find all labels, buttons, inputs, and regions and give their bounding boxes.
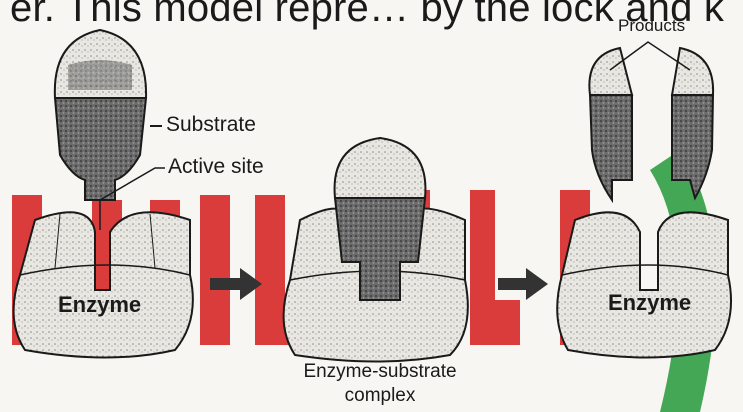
product-shape-right bbox=[672, 48, 713, 198]
product-shape-left bbox=[589, 48, 632, 200]
complex-caption-line1: Enzyme-substrate bbox=[280, 360, 480, 384]
enzyme-label-right: Enzyme bbox=[608, 290, 691, 316]
complex-caption: Enzyme-substrate complex bbox=[280, 360, 480, 408]
substrate-shape bbox=[55, 30, 146, 200]
active-site-label: Active site bbox=[168, 155, 264, 179]
substrate-label: Substrate bbox=[166, 113, 256, 137]
arrow-right-icon bbox=[498, 268, 548, 300]
complex-caption-line2: complex bbox=[280, 384, 480, 408]
products-label: Products bbox=[618, 16, 685, 36]
enzyme-shape-right bbox=[557, 212, 731, 357]
enzyme-substrate-complex-shape bbox=[284, 138, 468, 362]
enzyme-label-left: Enzyme bbox=[58, 292, 141, 318]
